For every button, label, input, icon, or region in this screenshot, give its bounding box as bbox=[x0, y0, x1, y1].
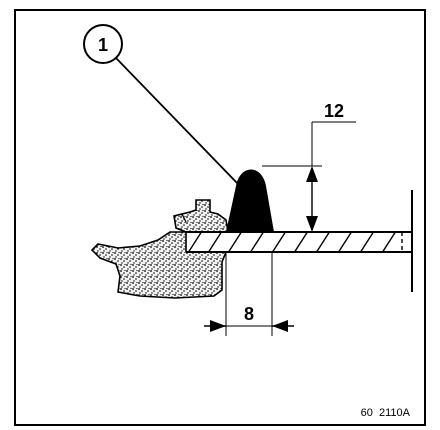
seal-notch bbox=[173, 213, 187, 223]
width-arrow-right bbox=[272, 320, 288, 332]
height-arrow-top bbox=[306, 166, 318, 182]
height-label: 12 bbox=[324, 101, 344, 121]
frame-border bbox=[14, 9, 426, 426]
seal-body bbox=[90, 199, 229, 299]
callout-leader bbox=[115, 57, 239, 185]
height-arrow-bottom bbox=[306, 216, 318, 232]
callout-circle bbox=[83, 24, 123, 64]
figure-reference: 60 2110A bbox=[361, 407, 411, 419]
sealing-bead bbox=[226, 169, 274, 232]
callout-number: 1 bbox=[98, 35, 108, 55]
width-arrow-left bbox=[210, 320, 226, 332]
panel-section bbox=[186, 232, 414, 252]
width-label: 8 bbox=[244, 304, 254, 324]
